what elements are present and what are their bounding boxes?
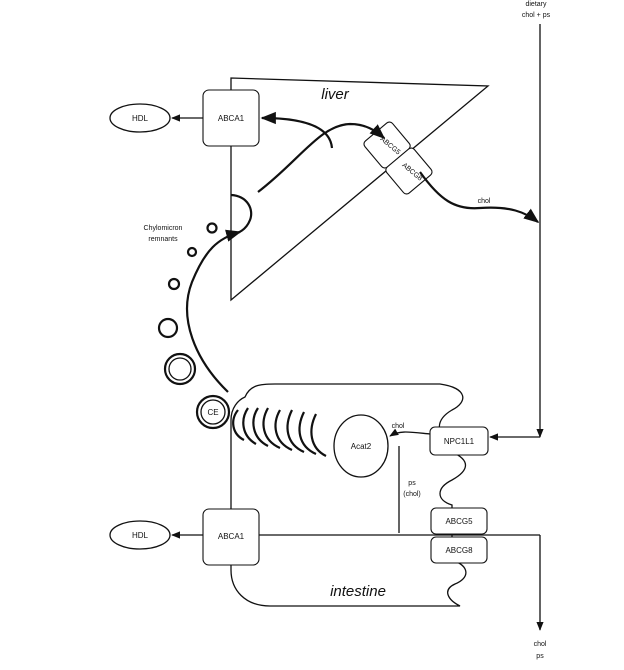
ce-particle-inner (200, 399, 226, 425)
dietary-label-line1: dietary (525, 1, 547, 8)
hdl-top-label: HDL (132, 114, 149, 123)
biliary-chol-path (419, 171, 540, 223)
remnant-particle-4 (157, 317, 179, 339)
ps-label-line1: ps (408, 480, 416, 487)
remnant-particle-2 (186, 246, 198, 258)
hdl-top-ellipse (109, 103, 171, 133)
ce-label: CE (207, 408, 218, 417)
intestine-abcg5-label: ABCG5 (445, 517, 473, 526)
acat2-ellipse (333, 414, 389, 478)
intestine-abca1-box (202, 508, 260, 566)
liver-abca1-label: ABCA1 (218, 114, 245, 123)
liver-outline (230, 77, 490, 302)
liver-label: liver (321, 86, 350, 103)
intestine-chol-label: chol (392, 423, 405, 430)
abca1-to-chol-pool-path (260, 111, 334, 149)
chylomicron-label-line2: remnants (148, 236, 178, 243)
intestine-label: intestine (330, 583, 386, 600)
chylomicron-label-line1: Chylomicron (144, 225, 183, 232)
intestine-abcg5-box (430, 507, 488, 535)
fecal-chol-label: chol (534, 641, 547, 648)
ps-label-line2: (chol) (403, 491, 421, 498)
liver-chol-label: chol (478, 198, 491, 205)
hdl-bottom-ellipse (109, 520, 171, 550)
chylomicron-particle-large (163, 352, 197, 386)
intestine-abcg8-label: ABCG8 (445, 546, 473, 555)
remnant-particle-1 (206, 222, 218, 234)
npc1l1-label: NPC1L1 (444, 437, 475, 446)
hdl-bottom-label: HDL (132, 531, 149, 540)
chylomicron-particle-core (168, 357, 192, 381)
intestine-abca1-label: ABCA1 (218, 532, 245, 541)
npc1l1-box (429, 426, 489, 456)
intestine-outline (230, 383, 467, 607)
intestine-abcg8-box (430, 536, 488, 564)
liver-abcg8-box (385, 147, 433, 195)
lipoprotein-assembly-arcs (232, 407, 327, 457)
remnant-particle-3 (167, 277, 181, 291)
fecal-ps-label: ps (536, 653, 544, 660)
liver-abcg5-abcg8-transporter: ABCG5 ABCG8 (363, 121, 433, 195)
chylomicron-pathway (185, 229, 242, 393)
npc1l1-to-acat2-arrow (389, 428, 431, 437)
uptake-to-abcg5-path (257, 122, 386, 193)
dietary-label-line2: chol + ps (522, 12, 551, 19)
remnant-receptor (230, 193, 253, 236)
ce-particle (195, 394, 231, 430)
acat2-label: Acat2 (351, 442, 372, 451)
